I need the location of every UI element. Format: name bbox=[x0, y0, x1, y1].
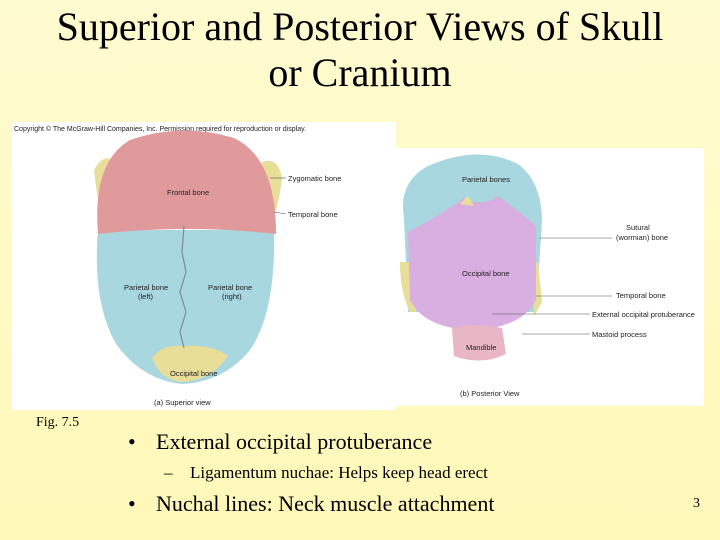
label-parietal-bones: Parietal bones bbox=[462, 175, 510, 184]
bullet-dot-icon: • bbox=[128, 491, 136, 516]
mandible-region bbox=[452, 325, 506, 361]
label-mandible: Mandible bbox=[466, 343, 496, 352]
label-posterior-temporal: Temporal bone bbox=[616, 291, 666, 300]
label-occipital-bone: Occipital bone bbox=[170, 369, 218, 378]
page-number: 3 bbox=[693, 496, 700, 511]
label-parietal-right-side: (right) bbox=[222, 292, 242, 301]
parietal-region bbox=[96, 230, 275, 384]
bullet-item: • Nuchal lines: Neck muscle attachment bbox=[128, 490, 688, 518]
label-external-occipital: External occipital protuberance bbox=[592, 310, 695, 319]
caption-superior-view: (a) Superior view bbox=[154, 398, 211, 407]
posterior-occipital bbox=[408, 196, 536, 330]
bullet-list: • External occipital protuberance –Ligame… bbox=[128, 428, 688, 518]
sub-bullet-text: Ligamentum nuchae: Helps keep head erect bbox=[190, 463, 488, 482]
label-frontal-bone: Frontal bone bbox=[167, 188, 209, 197]
dash-icon: – bbox=[164, 463, 173, 482]
posterior-view-skull bbox=[400, 154, 612, 361]
label-posterior-occipital: Occipital bone bbox=[462, 269, 510, 278]
bullet-dot-icon: • bbox=[128, 429, 136, 454]
figure-label: Fig. 7.5 bbox=[36, 415, 80, 430]
label-parietal-right: Parietal bone bbox=[208, 283, 252, 292]
label-temporal-bone: Temporal bone bbox=[288, 210, 338, 219]
label-zygomatic-bone: Zygomatic bone bbox=[288, 174, 341, 183]
slide-title: Superior and Posterior Views of Skull or… bbox=[56, 4, 664, 95]
skull-illustration: Copyright © The McGraw-Hill Companies, I… bbox=[12, 122, 704, 410]
bullet-text: External occipital protuberance bbox=[156, 429, 433, 454]
sutural-bone bbox=[460, 196, 474, 206]
label-wormian-bone: (wormian) bone bbox=[616, 233, 668, 242]
sagittal-suture bbox=[179, 225, 187, 349]
caption-posterior-view: (b) Posterior View bbox=[460, 389, 520, 398]
copyright-notice: Copyright © The McGraw-Hill Companies, I… bbox=[14, 125, 306, 133]
label-parietal-left: Parietal bone bbox=[124, 283, 168, 292]
label-mastoid-process: Mastoid process bbox=[592, 330, 647, 339]
skull-figure: Copyright © The McGraw-Hill Companies, I… bbox=[12, 122, 704, 410]
superior-view-skull bbox=[94, 130, 287, 384]
occipital-region bbox=[152, 345, 228, 382]
sub-bullet-item: –Ligamentum nuchae: Helps keep head erec… bbox=[164, 462, 688, 484]
label-parietal-left-side: (left) bbox=[138, 292, 154, 301]
frontal-region bbox=[97, 130, 276, 234]
bullet-item: • External occipital protuberance bbox=[128, 428, 688, 456]
label-sutural: Sutural bbox=[626, 223, 650, 232]
bullet-text: Nuchal lines: Neck muscle attachment bbox=[156, 491, 495, 516]
